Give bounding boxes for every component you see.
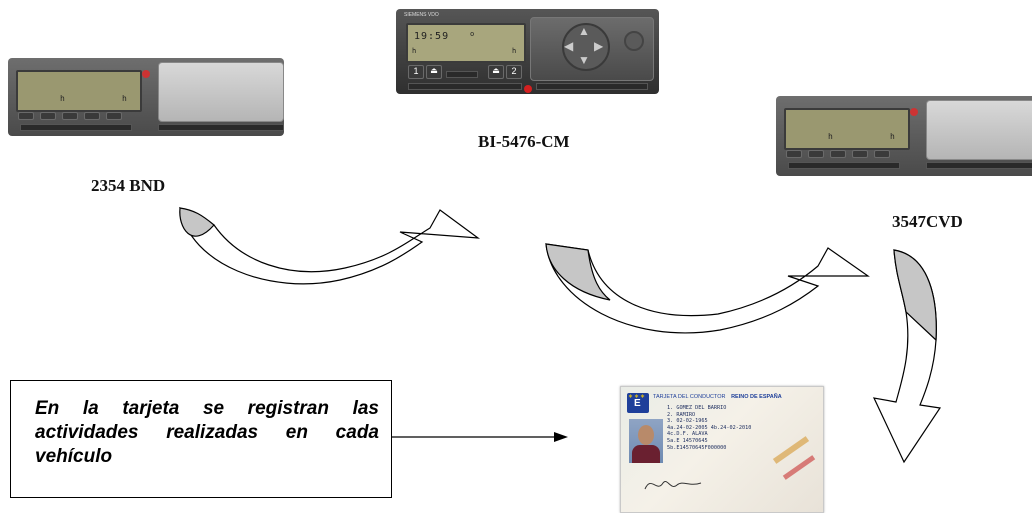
card-header-title: TARJETA DEL CONDUCTOR	[653, 394, 726, 400]
curved-arrow-1	[179, 206, 481, 285]
tachograph-brand: SIEMENS VDO	[404, 12, 439, 18]
arrow-up-icon: ▲	[578, 24, 590, 38]
arrow-left-icon: ◀	[564, 39, 574, 53]
arrow-down-icon: ▼	[578, 53, 590, 67]
left-card-slot-1	[20, 124, 132, 131]
slot-2-label: 2	[506, 65, 522, 79]
curved-arrow-3	[872, 249, 942, 464]
right-button-1	[786, 150, 802, 158]
center-red-led	[524, 85, 532, 93]
note-text: En la tarjeta se registran las actividad…	[35, 398, 379, 467]
right-display-mark-a: h	[828, 132, 833, 141]
tachograph-left: h h	[8, 58, 284, 136]
left-card-slot-2	[158, 124, 284, 131]
right-button-2	[808, 150, 824, 158]
tachograph-left-drawer	[158, 62, 284, 122]
arrow-right-icon: ▶	[594, 39, 604, 53]
left-display-mark-a: h	[60, 94, 65, 103]
eu-country-letter: E	[634, 398, 641, 409]
left-button-1	[18, 112, 34, 120]
left-display-mark-b: h	[122, 94, 127, 103]
eu-flag: ∗∗∗ E	[627, 393, 649, 413]
card-photo	[629, 419, 663, 463]
display-symbol-a: o	[470, 30, 475, 38]
vehicle-label-right: 3547CVD	[892, 212, 963, 231]
display-symbol-b: h	[412, 47, 417, 55]
vehicle-label-left: 2354 BND	[91, 176, 166, 195]
right-button-5	[874, 150, 890, 158]
vehicle-label-center: BI-5476-CM	[478, 132, 570, 151]
note-box: En la tarjeta se registran las actividad…	[10, 380, 392, 498]
driver-card: ∗∗∗ E TARJETA DEL CONDUCTOR REINO DE ESP…	[620, 386, 824, 513]
eject-1-icon: ⏏	[426, 65, 442, 79]
left-button-4	[84, 112, 100, 120]
card-signature	[644, 481, 702, 490]
card-field-6: 5a.E 14570645	[667, 437, 708, 444]
round-knob	[624, 31, 644, 51]
card-field-5: 4c.D.F. ALAVA	[667, 431, 708, 438]
card-field-7: 5b.E14570645F000000	[667, 444, 727, 451]
display-symbol-c: h	[512, 47, 517, 55]
curved-arrow-2	[545, 243, 870, 334]
center-card-slot-3	[536, 83, 648, 90]
right-card-slot-1	[788, 162, 900, 169]
tachograph-time: 19:59	[414, 31, 450, 42]
card-field-2: 2. RAMIRO	[667, 411, 696, 418]
card-header: TARJETA DEL CONDUCTOR REINO DE ESPAÑA	[653, 394, 782, 400]
card-fields: 1. GOMEZ DEL BARRIO 2. RAMIRO 3. 02-02-1…	[667, 405, 751, 451]
right-button-3	[830, 150, 846, 158]
straight-arrow	[392, 432, 568, 442]
tachograph-left-display: h h	[16, 70, 142, 112]
right-button-4	[852, 150, 868, 158]
tachograph-right-display: h h	[784, 108, 910, 150]
left-button-2	[40, 112, 56, 120]
photo-head	[638, 425, 654, 445]
left-button-5	[106, 112, 122, 120]
slot-1-label: 1	[408, 65, 424, 79]
center-card-slot-1	[446, 71, 478, 78]
right-card-slot-2	[926, 162, 1032, 169]
photo-body	[632, 445, 660, 463]
tachograph-right-led	[910, 108, 918, 116]
card-field-1: 1. GOMEZ DEL BARRIO	[667, 405, 727, 411]
right-display-mark-b: h	[890, 132, 895, 141]
eu-stars-icon: ∗∗∗	[628, 394, 647, 400]
tachograph-right: h h	[776, 96, 1032, 176]
eject-2-icon: ⏏	[488, 65, 504, 79]
tachograph-center-display: 19:59 o h h	[406, 23, 526, 63]
card-decor-stripe-2	[782, 455, 816, 480]
card-header-country: REINO DE ESPAÑA	[731, 394, 782, 400]
tachograph-center: SIEMENS VDO 19:59 o h h ▲ ▼ ◀ ▶ 1 ⏏ ⏏ 2	[396, 9, 659, 94]
center-card-slot-2	[408, 83, 522, 90]
tachograph-right-drawer	[926, 100, 1032, 160]
card-field-3: 3. 02-02-1965	[667, 418, 708, 425]
tachograph-left-led	[142, 70, 150, 78]
card-field-4: 4a.24-02-2005 4b.24-02-2010	[667, 424, 752, 431]
left-button-3	[62, 112, 78, 120]
navigation-dial: ▲ ▼ ◀ ▶	[562, 23, 610, 71]
